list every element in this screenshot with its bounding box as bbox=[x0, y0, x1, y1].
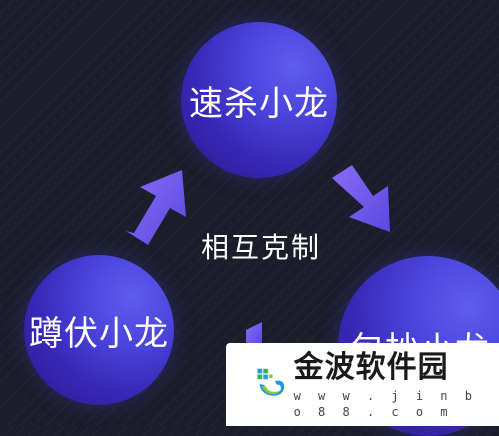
arrow-left-to-top bbox=[126, 170, 186, 245]
node-speed-kill-label: 速杀小龙 bbox=[189, 83, 329, 124]
node-crouch-label: 蹲伏小龙 bbox=[29, 313, 169, 354]
arrow-top-to-right bbox=[332, 165, 390, 232]
watermark-url: w w w . j i n b o 8 8 . c o m bbox=[293, 388, 477, 419]
center-label: 相互克制 bbox=[200, 231, 321, 264]
arrow-right-to-left bbox=[246, 322, 262, 345]
node-speed-kill: 速杀小龙 bbox=[181, 22, 337, 178]
brand-logo-icon bbox=[257, 368, 285, 396]
watermark-banner: 金波软件园 w w w . j i n b o 8 8 . c o m bbox=[226, 343, 499, 426]
node-crouch: 蹲伏小龙 bbox=[24, 255, 174, 405]
watermark-title: 金波软件园 bbox=[293, 349, 449, 385]
diagram-canvas: 速杀小龙 蹲伏小龙 包抄小龙 相互克制 金波软件园 w w w . j i n … bbox=[24, 22, 499, 436]
arrows-layer bbox=[126, 165, 390, 345]
watermark-text: 金波软件园 w w w . j i n b o 8 8 . c o m bbox=[294, 350, 499, 420]
